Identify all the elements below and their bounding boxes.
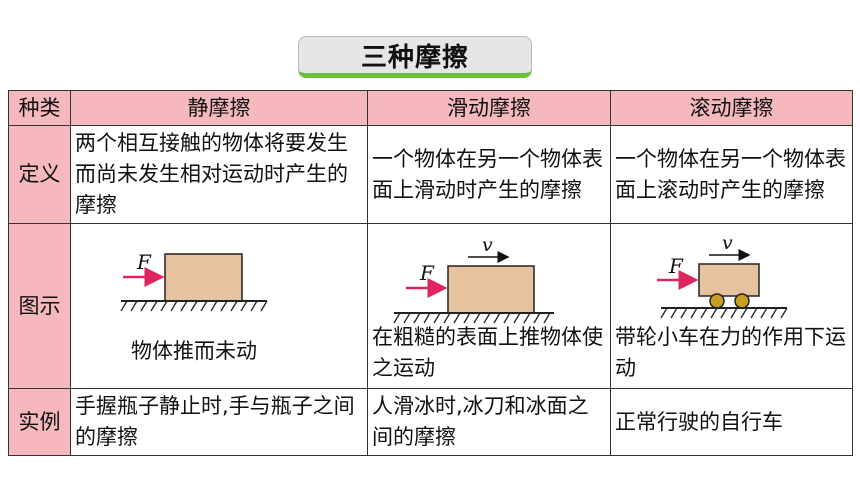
static-block (164, 253, 243, 302)
cart-wheel-left (709, 293, 725, 309)
header-static-friction: 静摩擦 (70, 90, 368, 126)
example-sliding: 人滑冰时,冰刀和冰面之间的摩擦 (367, 388, 611, 456)
header-sliding-friction: 滑动摩擦 (367, 90, 611, 126)
diagram-label: 图示 (8, 223, 71, 389)
cart-wheel-right (734, 293, 750, 309)
sliding-friction-figure: F v (393, 234, 554, 324)
static-ground-hatch (120, 300, 268, 312)
definition-sliding: 一个物体在另一个物体表面上滑动时产生的摩擦 (367, 125, 611, 224)
header-rolling-friction: 滚动摩擦 (610, 90, 853, 126)
rolling-ground-hatch (660, 307, 788, 319)
rolling-velocity-label: v (722, 232, 733, 254)
example-row: 实例 手握瓶子静止时,手与瓶子之间的摩擦 人滑冰时,冰刀和冰面之间的摩擦 正常行… (8, 388, 853, 456)
definition-label: 定义 (8, 125, 71, 224)
sliding-block (447, 265, 535, 314)
definition-row: 定义 两个相互接触的物体将要发生而尚未发生相对运动时产生的摩擦 一个物体在另一个… (8, 125, 853, 224)
definition-rolling: 一个物体在另一个物体表面上滚动时产生的摩擦 (610, 125, 853, 224)
example-static: 手握瓶子静止时,手与瓶子之间的摩擦 (70, 388, 368, 456)
definition-static: 两个相互接触的物体将要发生而尚未发生相对运动时产生的摩擦 (70, 125, 368, 224)
header-type: 种类 (8, 90, 71, 126)
diagram-sliding: F v 在粗糙的表面上推物体使之运动 (367, 223, 611, 389)
friction-table: 种类 静摩擦 滑动摩擦 滚动摩擦 定义 两个相互接触的物体将要发生而尚未发生相对… (8, 90, 853, 456)
sliding-force-label: F (419, 261, 435, 285)
diagram-static: F 物体推而未动 (70, 223, 368, 389)
rolling-caption: 带轮小车在力的作用下运动 (615, 325, 846, 380)
sliding-caption: 在粗糙的表面上推物体使之运动 (372, 325, 603, 380)
cart-body (698, 263, 760, 297)
static-force-label: F (136, 250, 152, 274)
static-caption: 物体推而未动 (131, 339, 257, 363)
diagram-rolling: F v 带轮小车在力的作用下运动 (610, 223, 853, 389)
example-label: 实例 (8, 388, 71, 456)
rolling-force-label: F (668, 254, 684, 278)
page-title: 三种摩擦 (298, 36, 532, 78)
header-row: 种类 静摩擦 滑动摩擦 滚动摩擦 (8, 90, 853, 126)
diagram-row: 图示 (8, 223, 853, 389)
sliding-ground-hatch (393, 312, 551, 324)
example-rolling: 正常行驶的自行车 (610, 388, 853, 456)
static-friction-figure: F (120, 250, 268, 312)
rolling-friction-figure: F v (657, 232, 788, 319)
sliding-velocity-label: v (482, 234, 493, 256)
diagram-label-text: 图示 (18, 293, 61, 318)
